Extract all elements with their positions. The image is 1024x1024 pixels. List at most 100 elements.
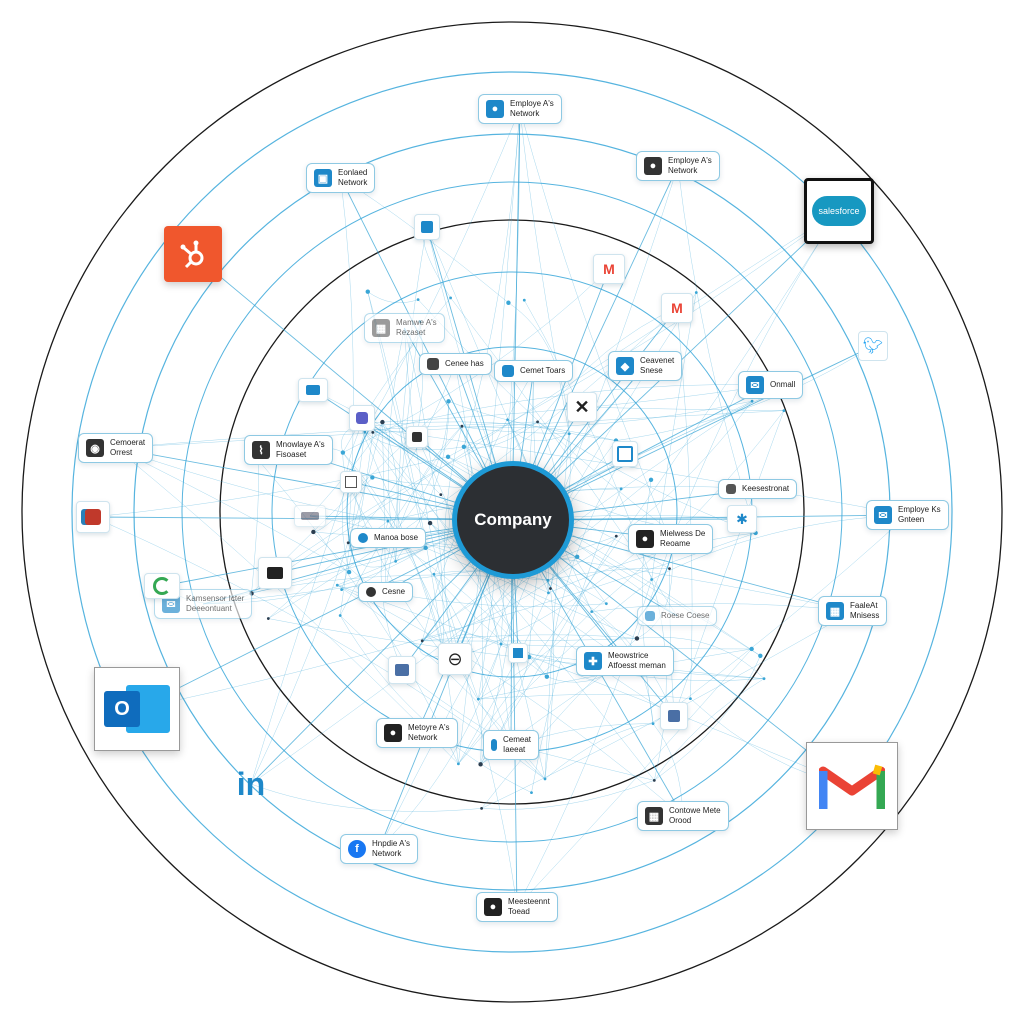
app-icon[interactable] [660, 702, 688, 730]
linkedin-icon[interactable]: in [236, 765, 266, 802]
mesh-line [636, 210, 840, 639]
app-icon[interactable] [349, 405, 375, 431]
mesh-line [372, 432, 530, 658]
blue-ring-3 [181, 181, 843, 843]
node-label: Mnowlaye A's [276, 440, 325, 449]
node-label: Eonlaed [338, 168, 368, 177]
mesh-line [341, 542, 391, 590]
node-label: Cemeat [503, 735, 532, 744]
mesh-line [251, 459, 259, 594]
star-icon[interactable]: ✱ [727, 505, 757, 533]
app-icon[interactable] [388, 656, 416, 684]
mesh-dot [266, 617, 270, 620]
connection-line [511, 165, 679, 521]
app-icon[interactable] [76, 501, 110, 533]
mesh-line [519, 108, 570, 434]
node-keesestronat[interactable]: Keesestronat [718, 479, 798, 499]
node-label: Mamwe A's [396, 318, 437, 327]
node-roese-coese[interactable]: Roese Coese [637, 606, 718, 626]
mesh-line [422, 400, 753, 642]
mesh-line [478, 694, 691, 700]
salesforce-cloud-icon: salesforce [812, 196, 866, 226]
mesh-line [347, 542, 396, 568]
mesh-dot [461, 444, 467, 449]
app-icon[interactable] [612, 441, 638, 467]
mesh-line [461, 400, 753, 428]
outlook-icon[interactable]: O [94, 667, 180, 751]
node-cenee-has[interactable]: Cenee has [419, 353, 492, 375]
mesh-dot [432, 572, 436, 576]
connection-line [511, 519, 853, 787]
hubspot-icon[interactable] [164, 226, 222, 282]
mesh-dot [547, 591, 550, 595]
link-icon[interactable]: ⊖ [438, 643, 472, 675]
app-icon[interactable] [406, 426, 428, 448]
twitter-icon[interactable]: 🐦︎ [858, 331, 888, 361]
app-icon[interactable] [340, 471, 362, 493]
mesh-dot [346, 569, 352, 575]
google-icon[interactable] [144, 573, 180, 599]
node-sublabel: Network [668, 166, 698, 175]
node-label: Meesteennt [508, 897, 550, 906]
mesh-line [433, 494, 450, 575]
node-label: Metoyre A's [408, 723, 450, 732]
app-icon[interactable] [508, 643, 528, 663]
gmail-icon[interactable]: M [593, 254, 625, 284]
company-hub[interactable]: Company [452, 461, 574, 579]
x-icon[interactable]: ✕ [567, 392, 597, 422]
node-cemet-toars[interactable]: Cemet Toars [494, 360, 574, 382]
mesh-line [654, 655, 761, 781]
mesh-line [544, 588, 555, 779]
node-label: Onmall [770, 380, 796, 389]
mesh-line [547, 568, 670, 581]
mesh-line [425, 547, 638, 639]
mesh-line [478, 108, 521, 700]
node-cesne[interactable]: Cesne [358, 582, 414, 602]
salesforce-tile[interactable]: salesforce [804, 178, 874, 244]
mesh-dot [522, 298, 526, 302]
mesh-line [478, 611, 592, 700]
mesh-line [433, 574, 512, 746]
node-sublabel: Snese [640, 366, 663, 375]
app-icon[interactable] [298, 378, 328, 402]
gmail-icon[interactable] [806, 742, 898, 830]
app-glyph [301, 512, 319, 520]
mesh-dot [619, 487, 623, 491]
mesh-line [348, 363, 456, 543]
mesh-line [367, 291, 419, 304]
app-icon: ▣ [314, 169, 332, 187]
mesh-line [458, 579, 652, 765]
app-icon[interactable] [294, 505, 326, 527]
node-onmall[interactable]: ✉ Onmall [738, 371, 804, 399]
mesh-line [547, 580, 675, 717]
gmail-icon[interactable]: M [661, 293, 693, 323]
app-icon[interactable] [258, 557, 292, 589]
mesh-line [463, 108, 521, 447]
dot-icon [358, 533, 368, 543]
mesh-line [341, 432, 374, 590]
node-manoa-bose[interactable]: Manoa bose [350, 528, 427, 548]
facebook-icon: f [348, 840, 366, 858]
mesh-line [507, 419, 570, 442]
gmail-glyph [819, 764, 885, 809]
mesh-dot [346, 541, 350, 545]
app-icon[interactable] [414, 214, 440, 240]
mesh-line [309, 515, 549, 594]
